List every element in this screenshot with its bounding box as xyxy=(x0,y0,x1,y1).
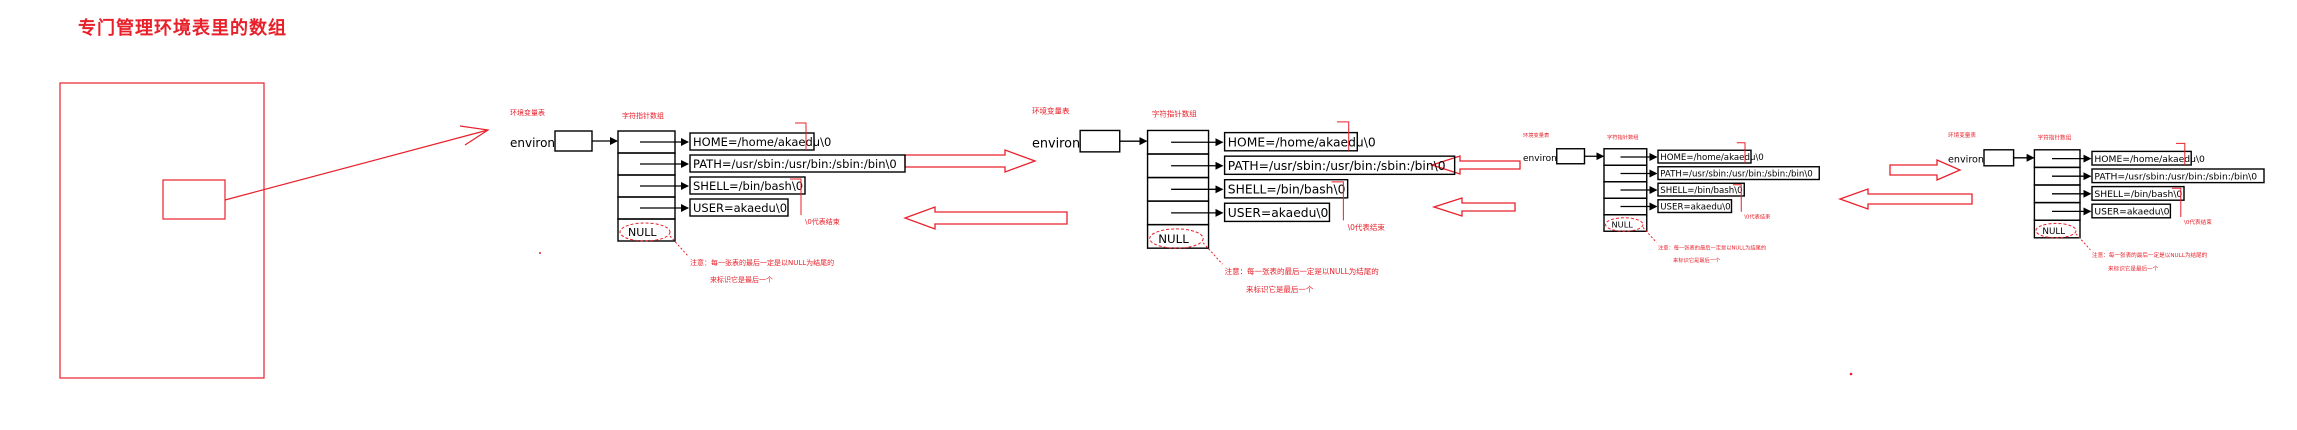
panel-1-environ-label: environ xyxy=(510,136,555,150)
panel-3-end-bracket xyxy=(1733,184,1742,212)
panel-3-array-label: 字符指针数组 xyxy=(1607,133,1639,141)
panel-2-note-line-2: 来标识它是最后一个 xyxy=(1246,284,1314,294)
panel-2-env-var-label: 环境变量表 xyxy=(1032,105,1070,115)
panel-1-null-highlight xyxy=(619,222,671,242)
panel-3-end-bracket xyxy=(1736,142,1746,163)
zoom-arrow xyxy=(224,129,489,201)
panel-3-note-line-1: 注意：每一张表的最后一定是以NULL为结尾的 xyxy=(1658,243,1766,251)
panel-2-end-bracket xyxy=(1331,181,1344,221)
panel-3-entry-text: SHELL=/bin/bash\0 xyxy=(1660,186,1742,196)
panel-1-env-var-label: 环境变量表 xyxy=(510,108,545,117)
environ-block xyxy=(162,179,226,220)
hollow-arrow-right-1 xyxy=(904,149,1037,173)
panel-1-end-bracket xyxy=(790,178,802,215)
memory-frame xyxy=(59,82,265,379)
panel-1-entry-text: PATH=/usr/sbin:/usr/bin:/sbin:/bin\0 xyxy=(693,157,897,171)
panel-4-entry-text: USER=akaedu\0 xyxy=(2094,207,2169,218)
panel-4-environ-box xyxy=(1983,149,2015,167)
panel-3-entry-text: HOME=/home/akaedu\0 xyxy=(1660,153,1764,163)
panel-3-entry-box xyxy=(1657,182,1745,197)
panel-1-array-label: 字符指针数组 xyxy=(622,111,664,120)
panel-1-entry-box xyxy=(689,154,906,173)
zoom-arrow-head xyxy=(459,125,490,146)
panel-1-entry-text: HOME=/home/akaedu\0 xyxy=(693,135,831,149)
panel-2-entry-text: SHELL=/bin/bash\0 xyxy=(1228,183,1346,197)
panel-2-array-label: 字符指针数组 xyxy=(1152,109,1197,119)
panel-4-entry-box xyxy=(2091,168,2265,184)
panel-1-entry-text: USER=akaedu\0 xyxy=(693,201,787,215)
panel-1-environ-box xyxy=(554,130,593,152)
panel-4-entry-box xyxy=(2091,203,2172,219)
panel-2-entry-box xyxy=(1223,178,1349,199)
panel-4-entry-box xyxy=(2091,185,2185,201)
hollow-arrow-right-2 xyxy=(1889,159,1962,181)
panel-1-null-label: NULL xyxy=(628,226,657,239)
panel-2-entry-box xyxy=(1223,131,1358,152)
panel-4-entry-text: HOME=/home/akaedu\0 xyxy=(2094,154,2205,165)
panel-3-entry-box xyxy=(1657,199,1733,214)
panel-3-entry-box xyxy=(1657,166,1820,181)
panel-4-end-bracket xyxy=(2176,142,2186,165)
stray-dot xyxy=(539,252,541,254)
panel-4-entry-box xyxy=(2091,150,2192,166)
panel-3-null-highlight xyxy=(1605,217,1644,232)
panel-1-end-marker: \0代表结束 xyxy=(805,217,840,226)
panel-4-note-line-1: 注意：每一张表的最后一定是以NULL为结尾的 xyxy=(2092,251,2208,259)
hollow-arrow-left-1 xyxy=(903,206,1068,230)
panel-2-entry-text: USER=akaedu\0 xyxy=(1228,206,1329,220)
panel-4-end-bracket xyxy=(2172,187,2182,217)
panel-1-entry-box xyxy=(689,132,815,151)
panel-3-env-var-label: 环境变量表 xyxy=(1523,131,1550,139)
panel-3-null-label: NULL xyxy=(1612,220,1634,230)
panel-1-end-bracket xyxy=(795,122,807,150)
panel-2-null-label: NULL xyxy=(1158,232,1189,246)
panel-1-note-line-2: 来标识它是最后一个 xyxy=(710,275,773,284)
panel-3-entry-text: USER=akaedu\0 xyxy=(1660,203,1730,213)
panel-1-note-line-1: 注意：每一张表的最后一定是以NULL为结尾的 xyxy=(690,258,834,267)
panel-1-entry-box xyxy=(689,176,806,195)
panel-4-null-highlight xyxy=(2035,222,2077,239)
panel-2-entry-box xyxy=(1223,202,1331,223)
panel-4-env-var-label: 环境变量表 xyxy=(1948,131,1976,139)
hollow-arrow-left-2 xyxy=(1429,155,1521,175)
panel-1-entry-box xyxy=(689,198,789,217)
stray-dot xyxy=(1849,372,1853,376)
panel-2-end-marker: \0代表结束 xyxy=(1348,222,1386,232)
panel-3-array-cell xyxy=(1603,214,1648,232)
panel-4-array-label: 字符指针数组 xyxy=(2038,133,2072,141)
panel-2-end-bracket xyxy=(1336,121,1350,151)
panel-4-end-marker: \0代表结束 xyxy=(2184,218,2212,226)
panel-3-end-marker: \0代表结束 xyxy=(1744,213,1771,221)
hollow-arrow-left-4 xyxy=(1838,188,1973,210)
panel-4-entry-text: SHELL=/bin/bash\0 xyxy=(2094,189,2182,200)
panel-3-environ-label: environ xyxy=(1523,154,1557,164)
panel-2-entry-box xyxy=(1223,155,1456,176)
panel-3-entry-box xyxy=(1657,149,1752,164)
panel-2-note-line-1: 注意：每一张表的最后一定是以NULL为结尾的 xyxy=(1225,266,1379,276)
panel-3-note-line-2: 来标识它是最后一个 xyxy=(1673,256,1721,264)
hollow-arrow-left-3 xyxy=(1431,197,1516,217)
panel-2-entry-text: HOME=/home/akaedu\0 xyxy=(1228,136,1376,150)
panel-1-note-connector xyxy=(669,235,689,257)
panel-2-environ-box xyxy=(1079,129,1121,153)
panel-2-array-cell xyxy=(1146,223,1210,249)
panel-2-note-connector xyxy=(1202,242,1223,265)
panel-2-environ-label: environ xyxy=(1032,137,1080,152)
panel-3-environ-box xyxy=(1556,148,1586,165)
panel-2-null-highlight xyxy=(1149,228,1204,249)
panel-3-entry-text: PATH=/usr/sbin:/usr/bin:/sbin:/bin\0 xyxy=(1660,170,1812,180)
panel-4-environ-label: environ xyxy=(1948,155,1984,166)
panel-2-entry-text: PATH=/usr/sbin:/usr/bin:/sbin:/bin\0 xyxy=(1228,159,1446,173)
panel-3-note-connector xyxy=(1642,227,1657,243)
panel-4-entry-text: PATH=/usr/sbin:/usr/bin:/sbin:/bin\0 xyxy=(2094,171,2257,182)
panel-4-note-line-2: 来标识它是最后一个 xyxy=(2108,265,2159,273)
panel-4-note-connector xyxy=(2075,233,2091,251)
page-title: 专门管理环境表里的数组 xyxy=(78,18,287,39)
panel-4-null-label: NULL xyxy=(2042,227,2065,237)
panel-1-entry-text: SHELL=/bin/bash\0 xyxy=(693,179,803,193)
